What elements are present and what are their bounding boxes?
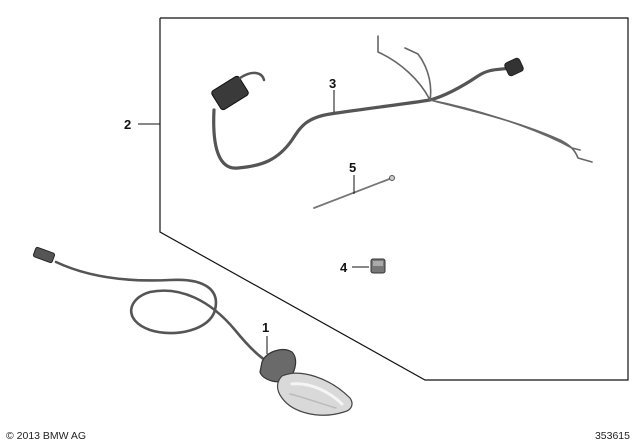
callout-4: 4 [340,260,348,275]
callout-2: 2 [124,117,131,132]
harness-main-cable [212,66,512,170]
turn-indicator-assembly [32,246,353,416]
harness-branch-right [429,99,593,163]
harness-branch-up [377,35,432,101]
callout-3: 3 [329,76,336,91]
indicator-lens [276,372,353,416]
indicator-cable [54,260,270,364]
cable-tie [313,175,395,209]
drawing-number: 353615 [594,430,630,442]
clip-part [370,258,386,274]
copyright-notice: © 2013 BMW AG [6,430,87,442]
assembly-frame [159,17,629,381]
indicator-plug [32,246,56,264]
harness-plug-connector [211,71,266,111]
indicator-housing [259,349,297,383]
harness-connector-right [504,57,524,77]
callout-5: 5 [349,160,356,175]
callout-1: 1 [262,320,269,335]
wiring-harness [211,35,593,170]
